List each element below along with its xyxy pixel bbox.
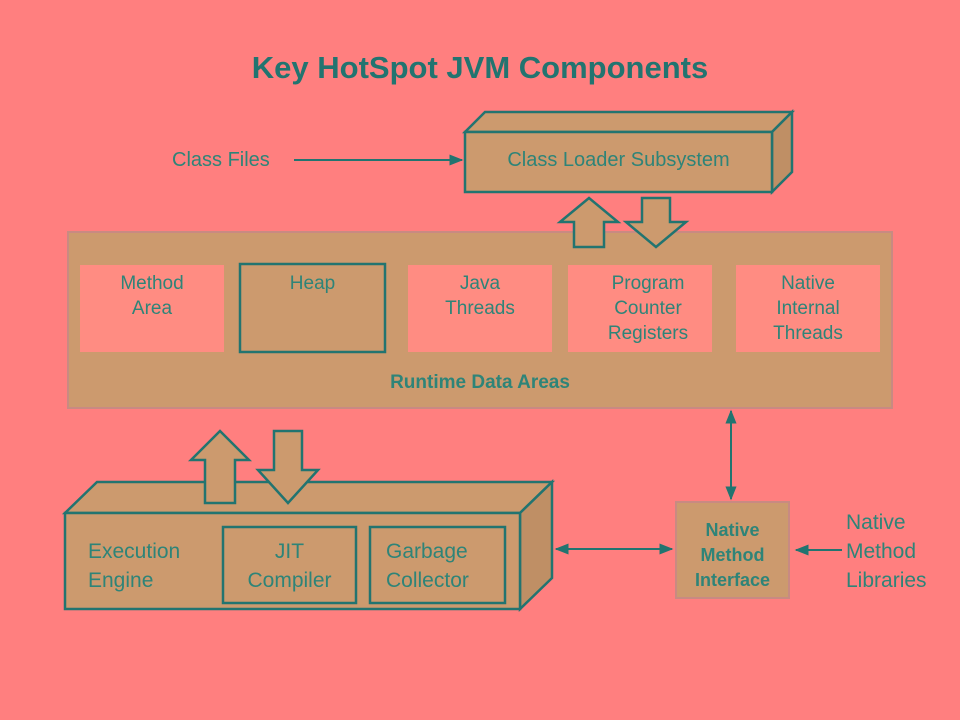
block-arrow-up-engine xyxy=(187,429,253,505)
java-threads-box[interactable] xyxy=(408,265,552,352)
native-internal-threads-box[interactable] xyxy=(736,265,880,352)
native-method-interface-box[interactable] xyxy=(675,501,790,599)
block-arrow-down-loader xyxy=(622,196,690,249)
class-loader-label: Class Loader Subsystem xyxy=(507,149,730,171)
method-area-box[interactable] xyxy=(80,265,224,352)
program-counter-box[interactable] xyxy=(568,265,712,352)
heap-box[interactable] xyxy=(238,262,387,354)
block-arrow-down-engine xyxy=(255,429,321,505)
garbage-collector-box[interactable] xyxy=(368,525,507,605)
jit-compiler-box[interactable] xyxy=(221,525,358,605)
diagram-title: Key HotSpot JVM Components xyxy=(251,50,709,85)
block-arrow-up-loader xyxy=(556,196,622,249)
heap-label: Heap xyxy=(289,273,336,294)
class-files-label: Class Files xyxy=(172,149,270,171)
runtime-data-areas-label: Runtime Data Areas xyxy=(390,372,570,393)
class-loader-box[interactable] xyxy=(461,108,796,196)
